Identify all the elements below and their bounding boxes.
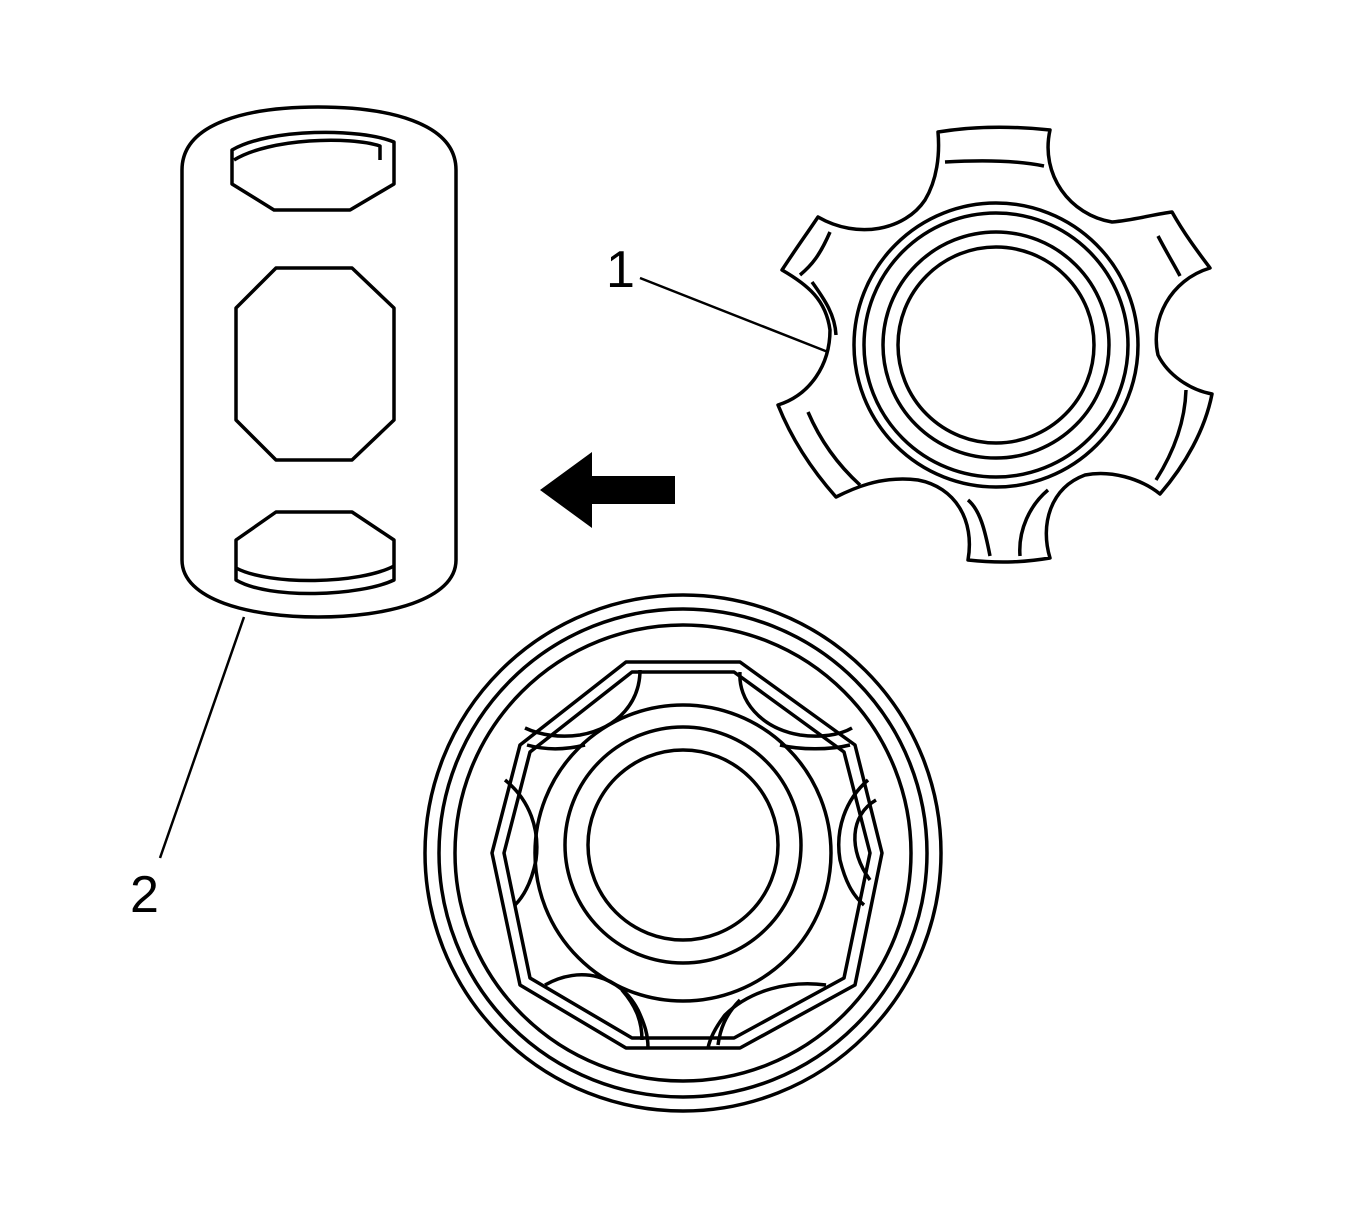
outer-race-assembly [423,593,943,1113]
cage-outline [180,105,458,619]
cage-middle-window [234,266,396,462]
inner-race-lug-detail-right [1156,235,1182,277]
cage-top-window-inner [233,138,382,162]
inner-race-lug-detail-left [798,231,832,277]
ball-pocket-bottom-right-b [716,998,742,1046]
outer-race-ring-1 [423,593,943,1113]
ball-pocket-top-left-b [526,743,586,751]
ball-pocket-top-right-b [779,743,851,751]
inner-race-bore-outer [881,230,1111,460]
inner-race-bore-inner [896,245,1096,445]
inner-race-lug-detail-lower-left [806,411,862,487]
ball-pocket-left [503,778,539,907]
inner-race-lug-detail-right-b [1154,389,1188,481]
outer-race-ring-3 [453,623,913,1083]
ball-pocket-right-b [853,798,877,882]
callout-leaders [158,276,829,859]
ball-pocket-bottom-left [544,973,650,1049]
ball-pocket-top-right [738,671,853,738]
cage-bottom-window-inner [235,564,395,583]
callout-2-label: 2 [130,866,159,924]
inner-race-lug-detail-bottom [966,498,992,557]
outer-race-inner-bore-inner [586,748,780,942]
ball-pocket-bottom-left-b [620,988,644,1041]
cage-part [180,105,458,619]
cage-bottom-window [234,510,396,596]
inner-race-lug-detail-bottom-b [1018,488,1050,557]
callout-2-leader [158,616,246,859]
cage-top-window [230,130,396,212]
direction-arrow-left [540,452,675,528]
outer-race-cage-ring [490,660,884,1050]
ball-pocket-top-left [524,669,642,738]
inner-race-lug-detail-top [944,159,1045,168]
inner-race-ring-outer [852,201,1140,489]
callout-1-label: 1 [606,241,635,299]
inner-race-outline [776,125,1214,564]
inner-race-part [776,125,1214,564]
outer-race-ring-2 [437,607,929,1099]
outer-race-inner-bore-outer [563,725,803,965]
inner-race-ring-mid [862,211,1130,479]
callout-1-leader [639,276,829,354]
outer-race-cage-ring-inner [502,670,872,1040]
inner-race-lug-detail-left-b [810,280,838,336]
ball-pocket-right [837,778,870,907]
